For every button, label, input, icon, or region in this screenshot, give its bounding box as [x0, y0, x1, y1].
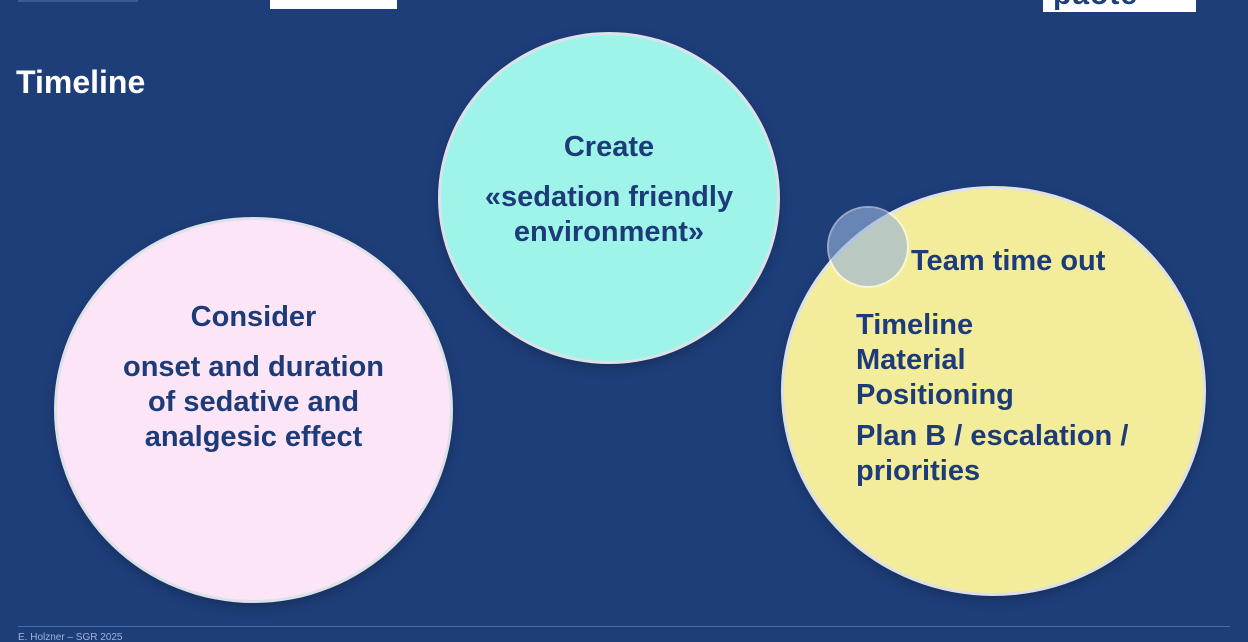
- create-heading: Create: [563, 131, 655, 163]
- logo-left: [270, 0, 397, 9]
- top-strip: [18, 0, 138, 2]
- team-item: Positioning: [856, 379, 1014, 411]
- team-time-out-heading: Team time out: [911, 245, 1106, 277]
- create-line: «sedation friendly: [484, 181, 734, 213]
- footer-text: E. Holzner – SGR 2025: [18, 632, 123, 642]
- slide-title: Timeline: [16, 64, 146, 100]
- team-item: Material: [856, 344, 966, 376]
- consider-line: of sedative and: [147, 386, 360, 418]
- consider-circle: [57, 220, 450, 600]
- logo-right-text: paote: [1053, 0, 1138, 12]
- create-line: environment»: [513, 216, 705, 248]
- create-circle: [441, 35, 777, 361]
- consider-line: onset and duration: [123, 351, 384, 383]
- consider-text: onset and duration of sedative and analg…: [57, 350, 450, 455]
- team-item: Timeline: [856, 309, 974, 341]
- consider-heading: Consider: [190, 301, 317, 333]
- team-time-out-list: Timeline Material Positioning Plan B / e…: [856, 308, 1128, 489]
- consider-line: analgesic effect: [144, 421, 363, 453]
- logo-right: paote: [1043, 0, 1196, 12]
- decorative-bubble: [829, 208, 907, 286]
- team-item: priorities: [856, 455, 981, 487]
- team-item: Plan B / escalation /: [856, 420, 1129, 452]
- footer-divider: [18, 626, 1230, 627]
- create-text: «sedation friendly environment»: [441, 180, 777, 250]
